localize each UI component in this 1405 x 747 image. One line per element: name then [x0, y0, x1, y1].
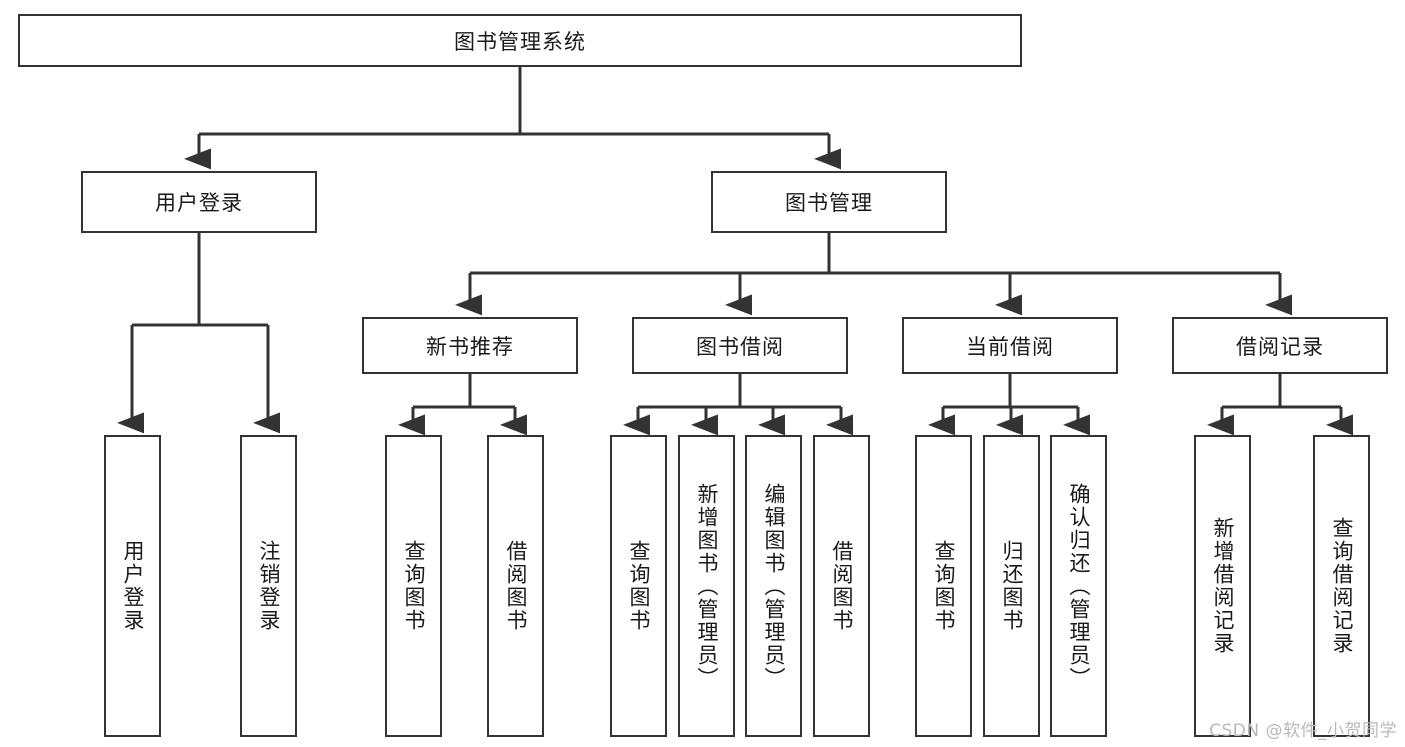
- node-leaf-query-book-cur-label: 查询图书: [932, 540, 956, 632]
- node-book-manage[interactable]: 图书管理: [711, 171, 947, 233]
- node-user-login[interactable]: 用户登录: [81, 171, 317, 233]
- node-leaf-query-book-borrow[interactable]: 查询图书: [610, 435, 667, 737]
- node-book-borrow-label: 图书借阅: [696, 334, 784, 359]
- node-user-login-label: 用户登录: [155, 191, 243, 215]
- node-leaf-logout-label: 注销登录: [257, 540, 281, 632]
- node-borrow-record-label: 借阅记录: [1236, 334, 1324, 359]
- node-leaf-add-book-label: 新增图书（管理员）: [695, 482, 719, 690]
- node-borrow-record[interactable]: 借阅记录: [1172, 317, 1388, 374]
- node-leaf-add-book[interactable]: 新增图书（管理员）: [678, 435, 735, 737]
- node-leaf-edit-book-label: 编辑图书（管理员）: [762, 482, 786, 690]
- node-current-borrow-label: 当前借阅: [966, 334, 1054, 359]
- node-leaf-edit-book[interactable]: 编辑图书（管理员）: [745, 435, 802, 737]
- node-leaf-confirm-return[interactable]: 确认归还（管理员）: [1050, 435, 1107, 737]
- node-leaf-borrow-book[interactable]: 借阅图书: [813, 435, 870, 737]
- node-leaf-query-book-borrow-label: 查询图书: [627, 540, 651, 632]
- node-leaf-confirm-return-label: 确认归还（管理员）: [1067, 482, 1091, 690]
- node-leaf-logout[interactable]: 注销登录: [240, 435, 297, 737]
- node-new-book-rec[interactable]: 新书推荐: [362, 317, 578, 374]
- node-new-book-rec-label: 新书推荐: [426, 334, 514, 359]
- node-leaf-add-record[interactable]: 新增借阅记录: [1194, 435, 1251, 737]
- node-book-borrow[interactable]: 图书借阅: [632, 317, 848, 374]
- node-leaf-return-book[interactable]: 归还图书: [983, 435, 1040, 737]
- node-leaf-borrow-book-rec-label: 借阅图书: [504, 540, 528, 632]
- node-current-borrow[interactable]: 当前借阅: [902, 317, 1118, 374]
- watermark-text: CSDN @软件_小贺同学: [1209, 721, 1397, 741]
- node-root[interactable]: 图书管理系统: [18, 14, 1022, 67]
- node-leaf-query-book-cur[interactable]: 查询图书: [915, 435, 972, 737]
- node-leaf-query-book-rec[interactable]: 查询图书: [385, 435, 442, 737]
- node-root-label: 图书管理系统: [454, 29, 586, 54]
- node-book-manage-label: 图书管理: [785, 191, 873, 215]
- node-leaf-borrow-book-rec[interactable]: 借阅图书: [487, 435, 544, 737]
- node-leaf-query-record-label: 查询借阅记录: [1330, 517, 1354, 655]
- node-leaf-query-record[interactable]: 查询借阅记录: [1313, 435, 1370, 737]
- node-leaf-return-book-label: 归还图书: [1000, 540, 1024, 632]
- node-leaf-user-login[interactable]: 用户登录: [104, 435, 161, 737]
- node-leaf-user-login-label: 用户登录: [121, 540, 145, 632]
- node-leaf-add-record-label: 新增借阅记录: [1211, 517, 1235, 655]
- node-leaf-query-book-rec-label: 查询图书: [402, 540, 426, 632]
- node-leaf-borrow-book-label: 借阅图书: [830, 540, 854, 632]
